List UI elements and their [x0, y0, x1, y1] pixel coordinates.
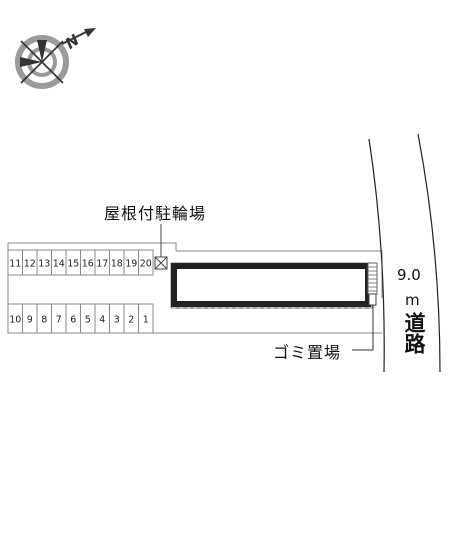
parking-stall-number: 10 [9, 315, 21, 326]
parking-stall-number: 8 [41, 315, 47, 326]
road-edge-left [368, 138, 385, 373]
parking-stall-number: 20 [140, 259, 152, 270]
parking-stall-number: 1 [143, 315, 149, 326]
parking-stall-number: 18 [111, 259, 123, 270]
road-width-label: 9.0 [397, 266, 421, 284]
parking-stall-number: 16 [82, 259, 94, 270]
parking-stall-number: 11 [9, 259, 21, 270]
parking-stall-number: 17 [96, 259, 108, 270]
bicycle-parking-label: 屋根付駐輪場 [104, 204, 207, 223]
parking-stall-number: 3 [114, 315, 120, 326]
building [170, 262, 373, 309]
parking-stall-number: 15 [67, 259, 79, 270]
road-edge-right [417, 133, 441, 373]
road-name-label: 道路 [402, 312, 426, 354]
parking-stall-number: 14 [53, 259, 65, 270]
garbage-area [352, 293, 377, 351]
compass-north-arrow-icon: N [15, 28, 96, 89]
parking-stall [138, 303, 154, 334]
parking-stall-number: 19 [125, 259, 137, 270]
parking-stall-number: 5 [85, 315, 91, 326]
parking-stall-number: 6 [70, 315, 76, 326]
parking-stall-number: 9 [27, 315, 33, 326]
parking-stall-number: 4 [99, 315, 105, 326]
parking-stall-number: 12 [24, 259, 36, 270]
garbage-label: ゴミ置場 [273, 343, 342, 362]
parking-stall-number: 2 [128, 315, 134, 326]
parking-stall-number: 7 [56, 315, 62, 326]
bicycle-parking-x-icon [154, 256, 168, 270]
parking-stall [138, 249, 154, 276]
road-width-unit: m [405, 291, 420, 309]
stairs-icon [367, 262, 378, 295]
parking-stall-number: 13 [38, 259, 50, 270]
